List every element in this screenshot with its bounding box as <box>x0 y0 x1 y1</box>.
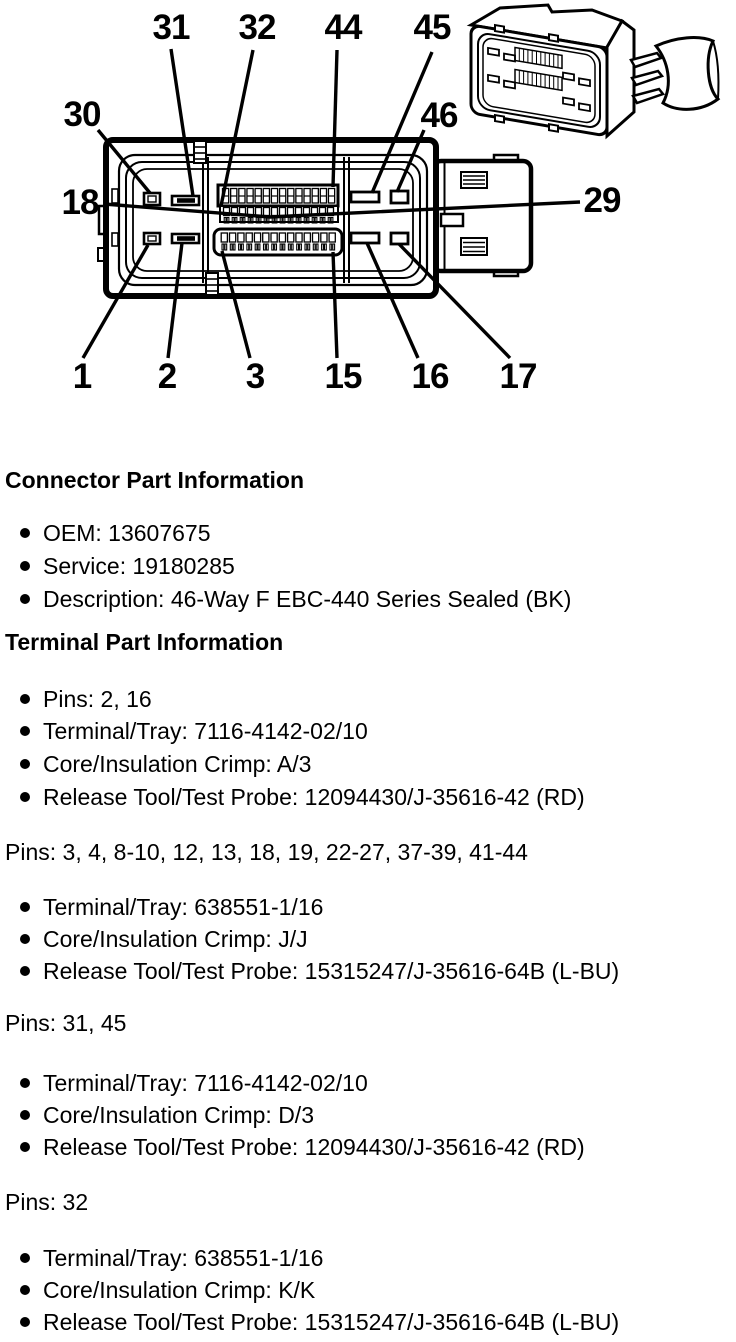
pin-callout-45: 45 <box>413 8 452 47</box>
bullet-icon <box>20 934 30 944</box>
terminal-31 <box>170 194 201 207</box>
inset-side-face <box>605 18 636 140</box>
terminal-2 <box>170 232 201 245</box>
wire-blade-icon <box>630 69 665 87</box>
list-item-text: Core/Insulation Crimp: D/3 <box>43 1102 314 1128</box>
pin-callout-32: 32 <box>238 8 277 47</box>
connector-3d-inset <box>466 3 721 140</box>
bullet-icon <box>20 1142 30 1152</box>
list-item-release-tool: Release Tool/Test Probe: 15315247/J-3561… <box>20 958 619 984</box>
bullet-icon <box>20 726 30 736</box>
bullet-icon <box>20 594 30 604</box>
callout-leader-lines <box>81 48 581 360</box>
bullet-icon <box>20 759 30 769</box>
terminal-17 <box>389 231 410 246</box>
list-item-text: OEM: 13607675 <box>43 520 211 546</box>
cable-sleeve <box>653 36 721 111</box>
pins-group-label: Pins: 3, 4, 8-10, 12, 13, 18, 19, 22-27,… <box>5 839 528 865</box>
connector-face-drawing <box>81 3 721 360</box>
pin-callout-2: 2 <box>157 357 177 396</box>
list-item-text: Terminal/Tray: 638551-1/16 <box>43 1245 324 1271</box>
list-item-text: Release Tool/Test Probe: 12094430/J-3561… <box>43 1134 585 1160</box>
terminal-45 <box>349 190 381 204</box>
list-item-text: Release Tool/Test Probe: 15315247/J-3561… <box>43 958 620 984</box>
section-heading-terminal-part-information: Terminal Part Information <box>5 629 284 655</box>
pin-block-top-row-32-44 <box>216 183 340 208</box>
list-item-terminal-tray: Terminal/Tray: 7116-4142-02/10 <box>20 1070 368 1096</box>
pin-callout-44: 44 <box>324 8 363 47</box>
terminal-16 <box>349 231 381 245</box>
list-item-release-tool: Release Tool/Test Probe: 15315247/J-3561… <box>20 1309 619 1335</box>
list-item-text: Core/Insulation Crimp: A/3 <box>43 751 312 777</box>
latch-extension <box>430 153 534 278</box>
list-item-release-tool: Release Tool/Test Probe: 12094430/J-3561… <box>20 1134 585 1160</box>
section-heading-connector-part-information: Connector Part Information <box>5 467 305 493</box>
list-item-terminal-tray: Terminal/Tray: 638551-1/16 <box>20 1245 323 1271</box>
list-item-text: Terminal/Tray: 638551-1/16 <box>43 894 324 920</box>
pin-callout-18: 18 <box>61 183 100 222</box>
pins-group-label: Pins: 31, 45 <box>5 1010 127 1036</box>
pin-callout-15: 15 <box>324 357 363 396</box>
pin-callout-29: 29 <box>583 181 622 220</box>
bullet-icon <box>20 1317 30 1327</box>
list-item-core-crimp: Core/Insulation Crimp: K/K <box>20 1277 315 1303</box>
bullet-icon <box>20 1110 30 1120</box>
list-item-text: Service: 19180285 <box>43 553 235 579</box>
list-item-text: Terminal/Tray: 7116-4142-02/10 <box>43 718 368 744</box>
pin-callout-46: 46 <box>420 96 459 135</box>
pin-callout-16: 16 <box>411 357 450 396</box>
bullet-icon <box>20 902 30 912</box>
bullet-icon <box>20 1078 30 1088</box>
list-item-core-crimp: Core/Insulation Crimp: J/J <box>20 926 308 952</box>
list-item-text: Release Tool/Test Probe: 15315247/J-3561… <box>43 1309 620 1335</box>
connector-pinout-figure: 31 32 44 45 30 46 18 29 1 2 3 15 16 17 <box>0 0 736 430</box>
terminal-30 <box>142 191 162 207</box>
list-item-description: Description: 46-Way F EBC-440 Series Sea… <box>20 586 571 612</box>
pins-group-label: Pins: 32 <box>5 1189 89 1215</box>
list-item-release-tool: Release Tool/Test Probe: 12094430/J-3561… <box>20 784 585 810</box>
bullet-icon <box>20 694 30 704</box>
list-item-core-crimp: Core/Insulation Crimp: A/3 <box>20 751 311 777</box>
terminal-1 <box>142 231 162 246</box>
pin-callout-1: 1 <box>72 357 92 396</box>
pin-callout-30: 30 <box>63 95 102 134</box>
pin-callout-3: 3 <box>245 357 265 396</box>
list-item-text: Core/Insulation Crimp: K/K <box>43 1277 316 1303</box>
pin-block-bottom-row-3-15 <box>212 227 344 257</box>
bullet-icon <box>20 528 30 538</box>
pin-callout-31: 31 <box>152 8 191 47</box>
list-item-text: Terminal/Tray: 7116-4142-02/10 <box>43 1070 368 1096</box>
list-item-pins: Pins: 2, 16 <box>20 686 152 712</box>
list-item-text: Pins: 2, 16 <box>43 686 152 712</box>
list-item-terminal-tray: Terminal/Tray: 7116-4142-02/10 <box>20 718 368 744</box>
bullet-icon <box>20 966 30 976</box>
wire-blade-icon <box>629 51 664 69</box>
list-item-text: Core/Insulation Crimp: J/J <box>43 926 308 952</box>
list-item-text: Release Tool/Test Probe: 12094430/J-3561… <box>43 784 585 810</box>
bullet-icon <box>20 1285 30 1295</box>
pin-callout-17: 17 <box>499 357 538 396</box>
terminal-46 <box>389 189 410 205</box>
inset-front-face <box>469 23 609 137</box>
bullet-icon <box>20 1253 30 1263</box>
wire-blade-icon <box>631 87 666 105</box>
list-item-text: Description: 46-Way F EBC-440 Series Sea… <box>43 586 572 612</box>
list-item-oem: OEM: 13607675 <box>20 520 211 546</box>
bullet-icon <box>20 792 30 802</box>
list-item-terminal-tray: Terminal/Tray: 638551-1/16 <box>20 894 323 920</box>
cable-fold-line <box>712 40 720 100</box>
bullet-icon <box>20 561 30 571</box>
list-item-core-crimp: Core/Insulation Crimp: D/3 <box>20 1102 314 1128</box>
list-item-service: Service: 19180285 <box>20 553 235 579</box>
